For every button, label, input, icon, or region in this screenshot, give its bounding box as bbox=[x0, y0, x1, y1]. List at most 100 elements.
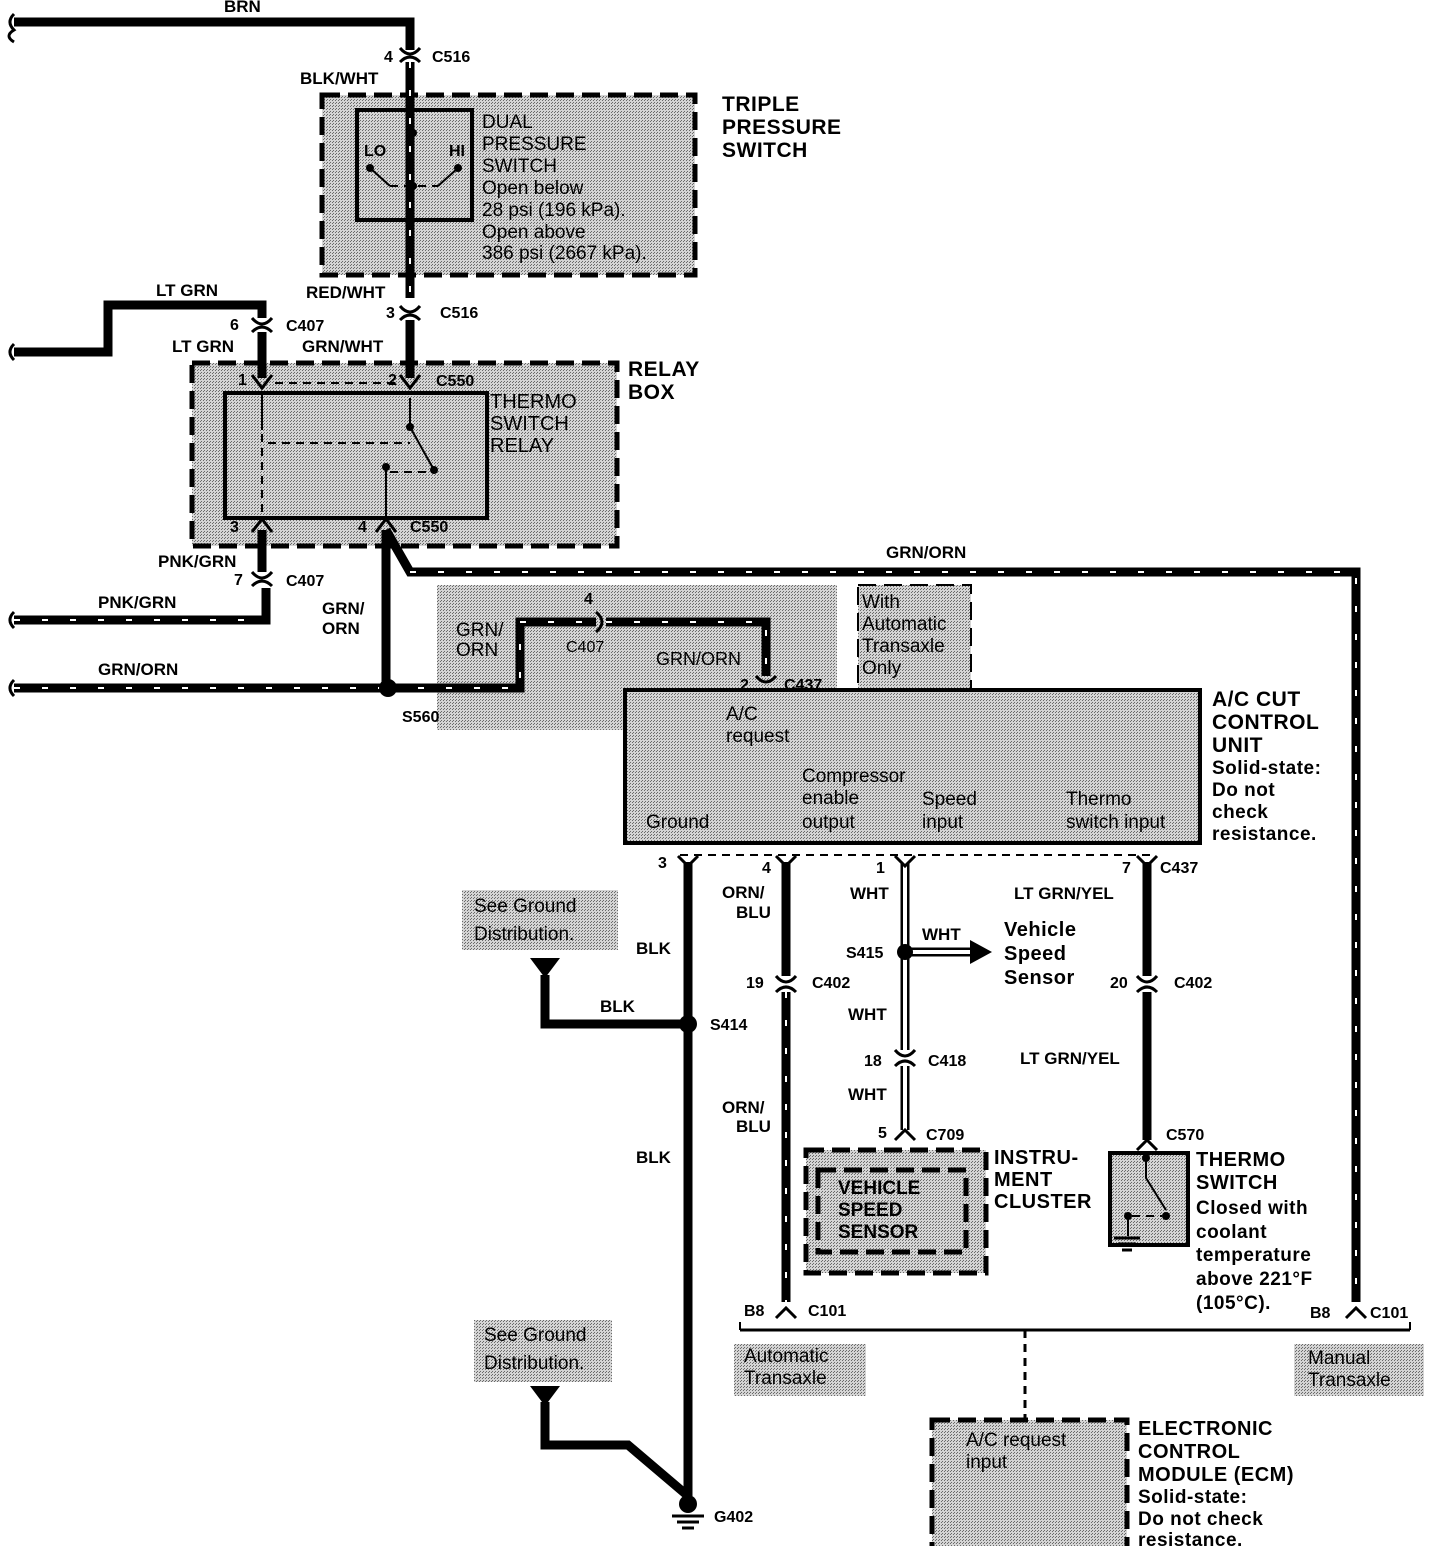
svg-text:GRN/: GRN/ bbox=[456, 620, 504, 641]
svg-text:B8: B8 bbox=[744, 1303, 765, 1320]
svg-text:S414: S414 bbox=[710, 1017, 747, 1034]
svg-text:S415: S415 bbox=[846, 945, 883, 962]
svg-text:Solid-state:: Solid-state: bbox=[1138, 1487, 1247, 1508]
triple-pressure-title-2: PRESSURE bbox=[722, 116, 842, 139]
svg-text:BLK: BLK bbox=[636, 1148, 672, 1167]
svg-text:LT GRN: LT GRN bbox=[156, 281, 218, 300]
svg-text:GRN/ORN: GRN/ORN bbox=[98, 660, 178, 679]
svg-text:19: 19 bbox=[746, 975, 764, 992]
thermo-switch-relay-box bbox=[223, 391, 489, 520]
svg-text:3: 3 bbox=[658, 855, 667, 872]
svg-text:Transaxle: Transaxle bbox=[862, 636, 945, 657]
svg-text:C402: C402 bbox=[812, 975, 850, 992]
svg-text:MODULE (ECM): MODULE (ECM) bbox=[1138, 1464, 1294, 1486]
svg-text:C101: C101 bbox=[1370, 1305, 1408, 1322]
conn-c516-top: C516 bbox=[432, 49, 470, 66]
svg-text:GRN/WHT: GRN/WHT bbox=[302, 337, 384, 356]
svg-text:ORN/: ORN/ bbox=[722, 883, 765, 902]
svg-text:C550: C550 bbox=[436, 373, 474, 390]
s415-dot bbox=[897, 944, 913, 960]
svg-text:VEHICLE: VEHICLE bbox=[838, 1178, 920, 1199]
svg-text:UNIT: UNIT bbox=[1212, 734, 1263, 757]
svg-text:Speed: Speed bbox=[922, 789, 977, 810]
svg-text:LT GRN/YEL: LT GRN/YEL bbox=[1014, 884, 1114, 903]
svg-text:input: input bbox=[922, 812, 964, 833]
svg-text:Do not: Do not bbox=[1212, 780, 1275, 801]
svg-text:Automatic: Automatic bbox=[862, 614, 946, 635]
svg-text:Distribution.: Distribution. bbox=[484, 1353, 584, 1374]
svg-text:THERMO: THERMO bbox=[490, 391, 577, 413]
svg-text:GRN/ORN: GRN/ORN bbox=[656, 649, 741, 669]
svg-text:3: 3 bbox=[230, 519, 239, 536]
svg-text:BOX: BOX bbox=[628, 381, 675, 404]
svg-text:BLK: BLK bbox=[636, 939, 672, 958]
svg-text:C407: C407 bbox=[286, 318, 324, 335]
svg-text:2: 2 bbox=[740, 677, 749, 694]
svg-text:CLUSTER: CLUSTER bbox=[994, 1191, 1092, 1213]
svg-text:A/C CUT: A/C CUT bbox=[1212, 688, 1301, 711]
svg-text:PNK/GRN: PNK/GRN bbox=[98, 593, 176, 612]
svg-text:enable: enable bbox=[802, 788, 859, 809]
svg-text:1: 1 bbox=[876, 860, 885, 877]
svg-text:Ground: Ground bbox=[646, 812, 709, 833]
svg-text:Automatic: Automatic bbox=[744, 1346, 828, 1367]
svg-text:C570: C570 bbox=[1166, 1127, 1204, 1144]
instrument-cluster-box bbox=[803, 1147, 989, 1276]
svg-text:switch input: switch input bbox=[1066, 812, 1166, 833]
svg-text:BLK: BLK bbox=[600, 997, 636, 1016]
connector-symbols bbox=[250, 46, 1368, 1320]
shaded-areas bbox=[192, 95, 1424, 1546]
wire-brn: BRN bbox=[224, 0, 261, 16]
svg-text:DUAL: DUAL bbox=[482, 112, 533, 133]
svg-text:Sensor: Sensor bbox=[1004, 967, 1075, 989]
vss-inner-box bbox=[815, 1167, 969, 1255]
svg-text:A/C request: A/C request bbox=[966, 1430, 1067, 1451]
svg-text:request: request bbox=[726, 726, 790, 747]
svg-text:GRN/ORN: GRN/ORN bbox=[886, 543, 966, 562]
svg-text:check: check bbox=[1212, 802, 1268, 823]
svg-text:Distribution.: Distribution. bbox=[474, 924, 574, 945]
svg-text:above 221°F: above 221°F bbox=[1196, 1269, 1313, 1290]
switch-internals bbox=[261, 110, 1170, 1252]
svg-text:Manual: Manual bbox=[1308, 1348, 1370, 1369]
svg-text:C550: C550 bbox=[410, 519, 448, 536]
svg-text:Closed with: Closed with bbox=[1196, 1198, 1308, 1219]
svg-text:With: With bbox=[862, 592, 900, 613]
svg-text:Open below: Open below bbox=[482, 178, 584, 199]
svg-text:C437: C437 bbox=[784, 677, 822, 694]
svg-text:LT GRN: LT GRN bbox=[172, 337, 234, 356]
svg-text:7: 7 bbox=[234, 572, 243, 589]
svg-text:Do not check: Do not check bbox=[1138, 1509, 1263, 1530]
svg-text:C418: C418 bbox=[928, 1053, 966, 1070]
s414-dot bbox=[679, 1015, 697, 1033]
wires bbox=[14, 17, 1411, 1500]
svg-text:LT GRN/YEL: LT GRN/YEL bbox=[1020, 1049, 1120, 1068]
svg-text:SWITCH: SWITCH bbox=[482, 156, 557, 177]
svg-text:GRN/: GRN/ bbox=[322, 599, 365, 618]
svg-text:THERMO: THERMO bbox=[1196, 1149, 1286, 1171]
svg-text:386 psi (2667 kPa).: 386 psi (2667 kPa). bbox=[482, 243, 647, 264]
svg-text:SPEED: SPEED bbox=[838, 1200, 902, 1221]
svg-text:C402: C402 bbox=[1174, 975, 1212, 992]
svg-text:Vehicle: Vehicle bbox=[1004, 919, 1076, 941]
triple-pressure-title-3: SWITCH bbox=[722, 139, 808, 162]
svg-text:Solid-state:: Solid-state: bbox=[1212, 758, 1321, 779]
triple-pressure-switch-box bbox=[319, 92, 698, 278]
svg-text:HI: HI bbox=[449, 143, 465, 160]
svg-text:BLU: BLU bbox=[736, 903, 771, 922]
svg-text:4: 4 bbox=[584, 591, 593, 608]
svg-text:INSTRU-: INSTRU- bbox=[994, 1147, 1079, 1169]
svg-text:C407: C407 bbox=[566, 639, 604, 656]
svg-text:Transaxle: Transaxle bbox=[744, 1368, 827, 1389]
svg-text:resistance.: resistance. bbox=[1138, 1530, 1243, 1546]
svg-text:resistance.: resistance. bbox=[1212, 824, 1317, 845]
svg-text:4: 4 bbox=[762, 860, 771, 877]
svg-text:Transaxle: Transaxle bbox=[1308, 1370, 1391, 1391]
svg-text:See Ground: See Ground bbox=[474, 896, 576, 917]
svg-text:Speed: Speed bbox=[1004, 943, 1067, 965]
svg-text:Thermo: Thermo bbox=[1066, 789, 1131, 810]
svg-text:C516: C516 bbox=[440, 305, 478, 322]
svg-text:WHT: WHT bbox=[922, 925, 961, 944]
svg-text:4: 4 bbox=[358, 519, 367, 536]
svg-text:C407: C407 bbox=[286, 573, 324, 590]
